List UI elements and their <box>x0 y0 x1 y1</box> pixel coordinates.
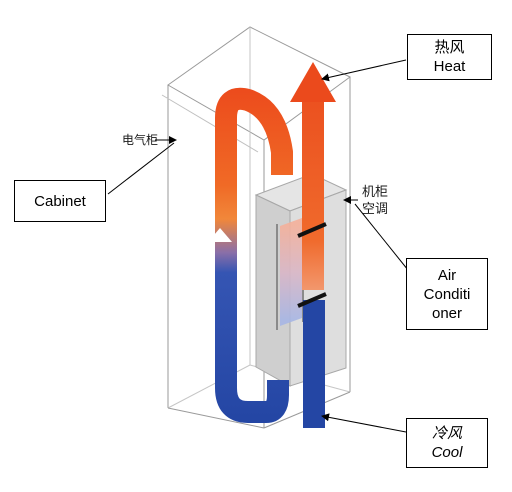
cool-callout: 冷风 Cool <box>406 418 488 468</box>
ac-en-line1: Air <box>437 266 457 284</box>
duct-seals <box>297 222 327 308</box>
leader-lines <box>107 59 409 433</box>
cabinet-cn-label: 电气柜 <box>122 132 158 147</box>
cool-air-arrow <box>303 300 325 428</box>
air-conditioner-callout: Air Conditi oner <box>406 258 488 330</box>
heat-cn-label: 热风 <box>434 39 465 56</box>
heat-callout: 热风 Heat <box>407 34 492 80</box>
heat-en-label: Heat <box>433 58 466 75</box>
ac-en-line2: Conditi <box>423 285 471 303</box>
cool-cn-label: 冷风 <box>431 425 462 442</box>
internal-airflow-loop <box>208 87 293 423</box>
cabinet-callout: Cabinet <box>14 180 106 222</box>
air-conditioner-unit <box>254 173 348 387</box>
ac-cn-label-line2: 空调 <box>362 202 388 217</box>
hot-air-arrow <box>290 62 336 290</box>
ac-cn-label-line1: 机柜 <box>362 185 388 200</box>
cabinet-en-label: Cabinet <box>34 192 86 210</box>
cool-en-label: Cool <box>431 444 463 461</box>
ac-en-line3: oner <box>431 304 463 322</box>
